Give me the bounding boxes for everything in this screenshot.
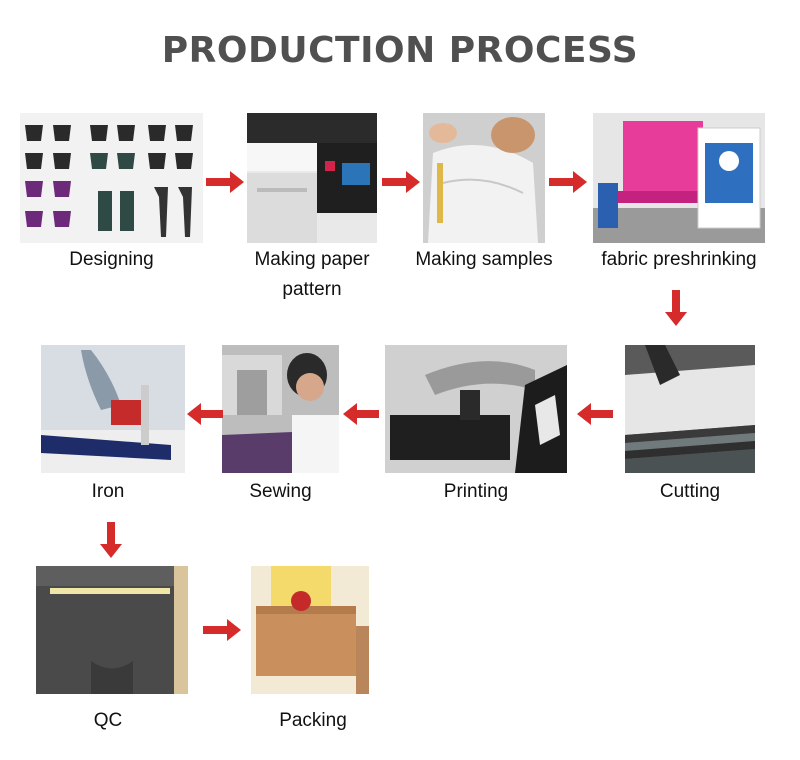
step-cutting: Cutting xyxy=(625,345,755,515)
cutting-photo xyxy=(625,345,755,473)
printing-photo xyxy=(385,345,567,473)
qc-photo xyxy=(36,566,188,694)
step-label: Making samples xyxy=(415,249,553,270)
step-label: Cutting xyxy=(659,481,721,502)
step-label: Packing xyxy=(279,710,347,731)
samples-photo xyxy=(423,113,545,243)
step-qc: QC xyxy=(36,566,188,746)
step-label-line2: pattern xyxy=(282,279,342,300)
designing-photo xyxy=(20,113,203,243)
step-samples: Making samples xyxy=(415,113,553,303)
arrow-down-icon xyxy=(665,290,687,326)
page-title: PRODUCTION PROCESS xyxy=(161,30,639,71)
step-label: fabric preshrinking xyxy=(601,249,757,270)
step-label: QC xyxy=(93,710,123,731)
sewing-photo xyxy=(222,345,339,473)
step-paper-pattern: Making paper pattern xyxy=(247,113,377,303)
arrow-left-icon xyxy=(343,403,379,425)
step-label: Making paper xyxy=(254,249,370,270)
arrow-left-icon xyxy=(577,403,613,425)
step-label: Sewing xyxy=(249,481,312,502)
step-packing: Packing xyxy=(251,566,369,746)
packing-photo xyxy=(251,566,369,694)
step-printing: Printing xyxy=(385,345,567,515)
iron-photo xyxy=(41,345,185,473)
arrow-right-icon xyxy=(206,171,244,193)
arrow-right-icon xyxy=(382,171,420,193)
arrow-left-icon xyxy=(187,403,223,425)
step-iron: Iron xyxy=(41,345,185,515)
step-label: Iron xyxy=(91,481,125,502)
step-sewing: Sewing xyxy=(222,345,339,515)
arrow-down-icon xyxy=(100,522,122,558)
arrow-right-icon xyxy=(203,619,241,641)
step-label: Designing xyxy=(69,249,154,270)
step-designing: Designing xyxy=(20,113,203,303)
step-label: Printing xyxy=(443,481,509,502)
arrow-right-icon xyxy=(549,171,587,193)
step-preshrinking: fabric preshrinking xyxy=(593,113,765,303)
preshrinking-photo xyxy=(593,113,765,243)
paper-pattern-photo xyxy=(247,113,377,243)
